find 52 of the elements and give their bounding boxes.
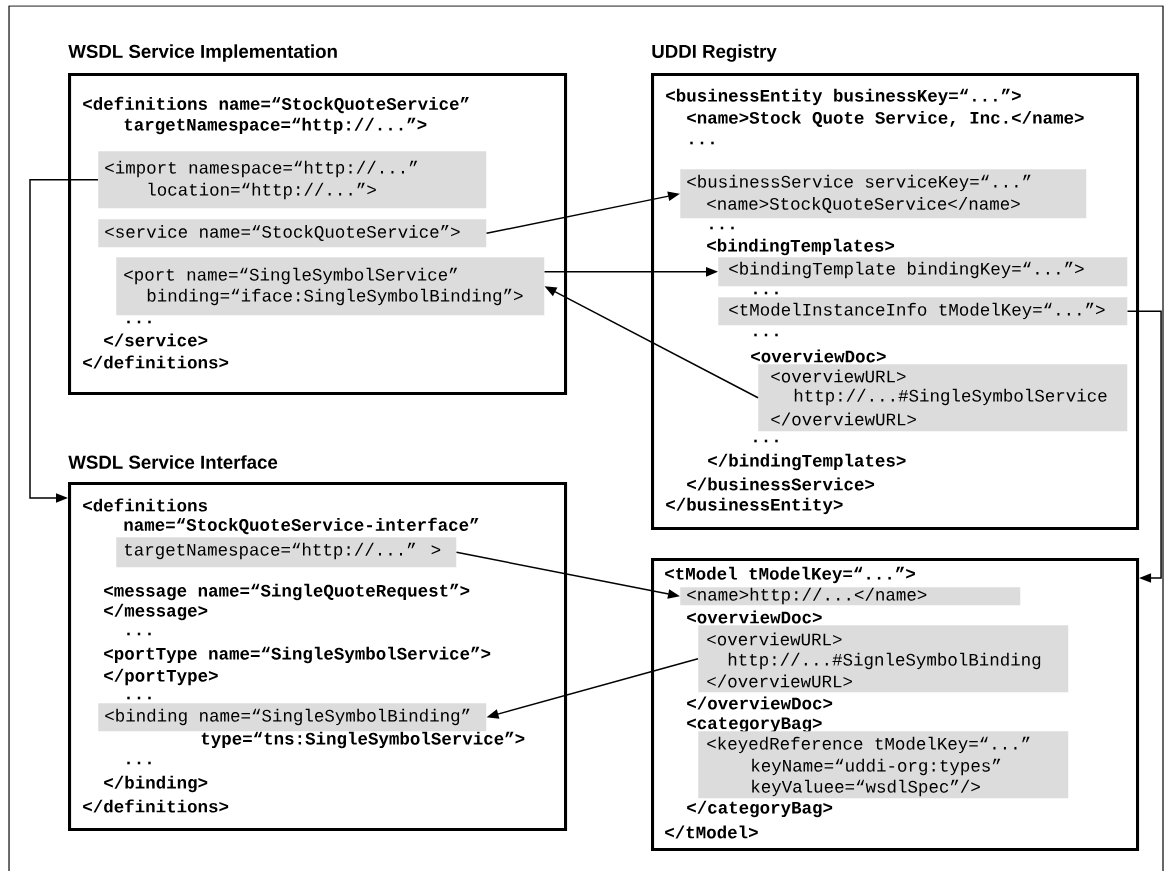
arrow [29, 179, 99, 503]
code-line: </businessEntity> [666, 497, 843, 515]
code-line: ... [754, 333, 778, 337]
code-line: ... [127, 632, 151, 636]
highlighted-code: <bindingTemplate bindingKey=“...”> [718, 257, 1128, 287]
highlighted-code: <keyedReference tModelKey=“...” keyName=“uddi-org:types” keyValuee=“wsdlSpec”/> [698, 731, 1069, 799]
panel-heading: WSDL Service Interface [68, 455, 278, 469]
code-line: </tModel> [665, 825, 758, 839]
highlighted-code: <overviewURL> http://...#SingleSymbolService </overviewURL> [758, 364, 1128, 432]
code-line: ... [754, 291, 778, 295]
code-line: <bindingTemplates> [707, 238, 895, 256]
code-line: <definitions name=“StockQuoteService” [83, 96, 469, 114]
code-line: type=“tns:SingleSymbolService”> [201, 731, 525, 749]
code-line: name=“StockQuoteService-interface” [124, 517, 479, 535]
code-line: </definitions> [83, 799, 229, 813]
code-line: ... [754, 439, 778, 443]
highlighted-code: <name>http://...</name> [680, 587, 1021, 606]
code-line: <overviewDoc> [751, 349, 886, 363]
highlighted-code: <import namespace=“http://...” location=“http://...”> [98, 151, 487, 209]
highlighted-code: <binding name=“SingleSymbolBinding” [98, 703, 487, 732]
highlighted-code: <businessService serviceKey=“...” <name>StockQuoteService</name> [680, 169, 1087, 219]
code-line: ... [127, 761, 151, 765]
code-line: ... [690, 141, 714, 145]
highlighted-code: <tModelInstanceInfo tModelKey=“...”> [718, 297, 1128, 326]
code-line: <categoryBag> [687, 717, 822, 733]
highlighted-code: <service name=“StockQuoteService”> [98, 219, 487, 248]
panel-heading: UDDI Registry [652, 44, 777, 62]
arrow [1126, 310, 1162, 583]
code-line: <tModel tModelKey=“...”> [665, 566, 915, 584]
code-line: targetNamespace=“http://...”> [124, 117, 427, 135]
code-line: ... [127, 696, 151, 700]
code-line: <portType name=“SingleSymbolService”> [104, 646, 491, 664]
panel-heading: WSDL Service Implementation [68, 44, 337, 62]
code-line: </service> [104, 333, 208, 347]
code-line: <message name=“SingleQuoteRequest”> [104, 583, 470, 601]
code-line: </definitions> [83, 355, 229, 369]
code-line: </message> [104, 603, 208, 621]
code-line: </binding> [104, 775, 208, 793]
code-line: <definitions [83, 498, 207, 512]
highlighted-code: <port name=“SingleSymbolService” binding=“iface:SingleSymbolBinding”> [116, 257, 545, 316]
code-line: </categoryBag> [687, 800, 833, 818]
code-line: <name>Stock Quote Service, Inc.</name> [687, 110, 1084, 128]
highlighted-code: targetNamespace=“http://...” > [116, 537, 457, 568]
code-line: ... [127, 320, 151, 324]
code-line: ... [710, 226, 734, 230]
code-line: </overviewDoc> [687, 696, 833, 710]
highlighted-code: <overviewURL> http://...#SignleSymbolBinding </overviewURL> [698, 625, 1069, 693]
code-line: </bindingTemplates> [708, 453, 906, 471]
code-line: <businessEntity businessKey=“...”> [666, 88, 1021, 106]
code-line: <overviewDoc> [687, 610, 822, 624]
code-line: </portType> [104, 668, 218, 686]
code-line: </businessService> [687, 477, 875, 491]
